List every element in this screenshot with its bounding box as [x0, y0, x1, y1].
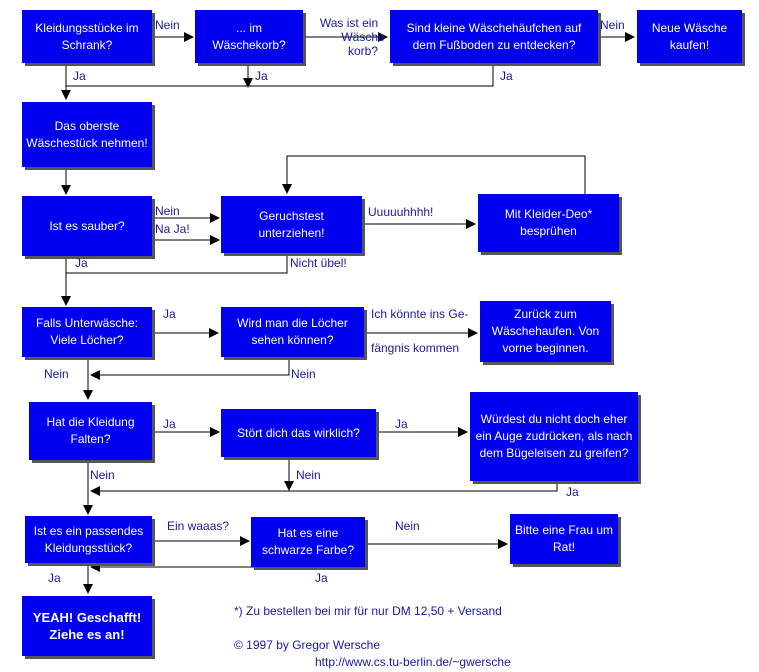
- footnote-deo: *) Zu bestellen bei mir für nur DM 12,50…: [234, 604, 502, 618]
- node-schwarz: Hat es eine schwarze Farbe?: [251, 517, 365, 567]
- node-auge: Würdest du nicht doch eher ein Auge zudr…: [470, 392, 638, 481]
- label-sauber-ja: Ja: [75, 256, 88, 270]
- label-schrank-ja: Ja: [73, 69, 86, 83]
- node-passend: Ist es ein passendes Kleidungsstück?: [25, 516, 152, 563]
- node-zurueck: Zurück zum Wäschehaufen. Von vorne begin…: [480, 301, 611, 362]
- label-stoert-ja: Ja: [395, 417, 408, 431]
- copyright: © 1997 by Gregor Wersche: [234, 638, 381, 652]
- label-was-ist-line3: korb?: [347, 44, 379, 58]
- node-unterwaesche: Falls Unterwäsche: Viele Löcher?: [22, 307, 152, 357]
- label-loecher-nein: Nein: [291, 367, 316, 381]
- node-fussboden: Sind kleine Wäschehäufchen auf dem Fußbo…: [390, 10, 598, 63]
- label-falten-nein: Nein: [90, 468, 115, 482]
- node-schrank: Kleidungsstücke im Schrank?: [22, 10, 152, 63]
- label-falten-ja: Ja: [163, 417, 176, 431]
- node-loecher: Wird man die Löcher sehen können?: [221, 307, 364, 357]
- label-gefaengnis-line1: Ich könnte ins Ge-: [371, 307, 469, 321]
- arrow-deo-geruch: [282, 155, 586, 194]
- node-waeschekorb: ... im Wäschekorb?: [195, 10, 303, 63]
- label-fussboden-ja: Ja: [500, 69, 513, 83]
- node-yeah: YEAH! Geschafft! Ziehe es an!: [22, 596, 152, 656]
- node-falten: Hat die Kleidung Falten?: [29, 402, 152, 460]
- node-frau: Bitte eine Frau um Rat!: [510, 514, 618, 564]
- label-korb-ja: Ja: [255, 69, 268, 83]
- label-nicht-uebel: Nicht übel!: [290, 256, 347, 270]
- node-stoert: Stört dich das wirklich?: [221, 409, 376, 457]
- label-gefaengnis-line2: fängnis kommen: [371, 341, 460, 355]
- label-unterwaesche-nein: Nein: [44, 367, 69, 381]
- label-schrank-nein: Nein: [155, 18, 180, 32]
- node-deo: Mit Kleider-Deo* besprühen: [478, 194, 619, 252]
- label-was-ist-line2: Wäsche: [341, 30, 385, 44]
- label-sauber-nein: Nein: [155, 204, 180, 218]
- label-schwarz-nein: Nein: [395, 519, 420, 533]
- label-sauber-naja: Na Ja!: [155, 222, 190, 236]
- author-url[interactable]: http://www.cs.tu-berlin.de/~gwersche: [315, 655, 511, 669]
- label-passend-ja: Ja: [48, 571, 61, 585]
- label-stoert-nein: Nein: [296, 468, 321, 482]
- node-neu-kaufen: Neue Wäsche kaufen!: [637, 10, 742, 63]
- node-yeah-line2: Ziehe es an!: [49, 627, 125, 642]
- node-geruchstest: Geruchstest unterziehen!: [221, 196, 362, 253]
- label-fussboden-nein: Nein: [600, 18, 625, 32]
- label-was-ist-waeschekorb: Was ist ein Wäsche korb?: [309, 16, 389, 58]
- node-sauber: Ist es sauber?: [22, 196, 152, 256]
- node-oberste: Das oberste Wäschestück nehmen!: [22, 102, 152, 167]
- arrow-auge-ja: [90, 481, 558, 496]
- label-was-ist-line1: Was ist ein: [319, 16, 379, 30]
- line-geruch-ok: [66, 253, 288, 274]
- label-uuuuh: Uuuuuhhhh!: [368, 205, 434, 219]
- node-yeah-line1: YEAH! Geschafft!: [32, 610, 142, 625]
- label-auge-ja: Ja: [566, 485, 579, 499]
- arrow-loecher-nein: [90, 357, 290, 380]
- label-ein-waaas: Ein waaas?: [167, 519, 230, 533]
- label-unterwaesche-ja: Ja: [163, 307, 176, 321]
- line-fussboden-ja: [66, 63, 494, 87]
- label-schwarz-ja: Ja: [315, 571, 328, 585]
